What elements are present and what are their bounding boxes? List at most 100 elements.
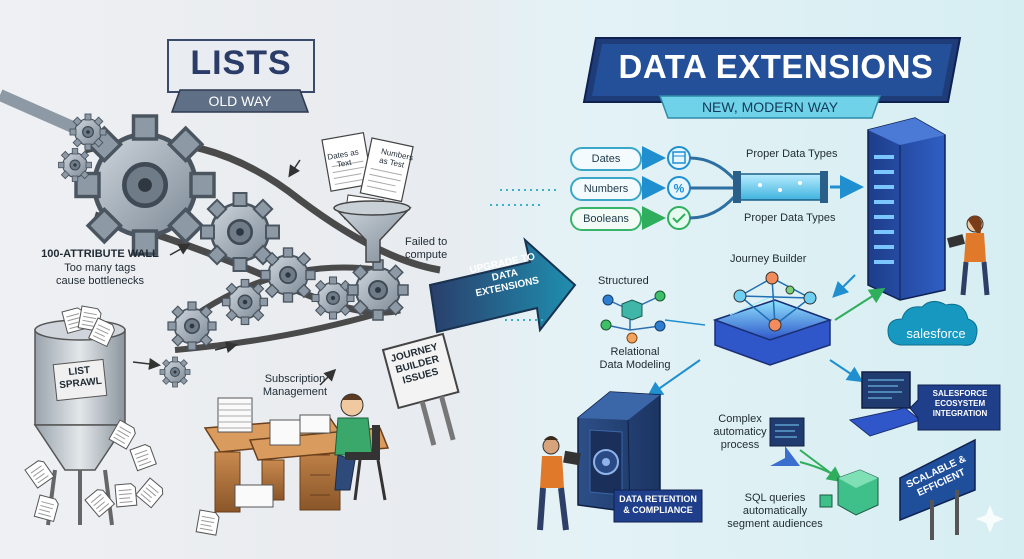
data-vault-safe bbox=[577, 391, 661, 513]
attribute-wall-desc-1: Too many tags bbox=[64, 262, 136, 274]
analyst-with-laptop bbox=[946, 215, 990, 296]
gear-icon bbox=[347, 259, 409, 321]
subscription-management-label: Subscription Management bbox=[250, 373, 340, 399]
retention-line-2: & COMPLIANCE bbox=[623, 505, 693, 515]
complex-process-label: Complex automaticy process bbox=[700, 413, 780, 452]
attribute-wall-desc-2: cause bottlenecks bbox=[55, 275, 145, 287]
sql-automation-machine bbox=[769, 417, 879, 516]
relational-model-icon bbox=[600, 290, 666, 344]
svg-text:%: % bbox=[674, 182, 685, 196]
complex-line-3: process bbox=[720, 439, 760, 451]
data-extensions-title: DATA EXTENSIONS bbox=[618, 48, 934, 85]
proper-data-types-bottom: Proper Data Types bbox=[744, 212, 836, 224]
paper-icon bbox=[33, 494, 60, 522]
journey-builder-label: Journey Builder bbox=[730, 253, 807, 265]
paper-icon bbox=[195, 509, 221, 536]
salesforce-cloud-logo bbox=[887, 301, 978, 346]
checkmark-icon bbox=[667, 206, 691, 230]
journey-node-network bbox=[733, 271, 817, 332]
retention-badge bbox=[613, 489, 703, 523]
connector-arrow bbox=[646, 359, 701, 398]
complex-line-1: Complex bbox=[718, 413, 762, 425]
connector-arrow bbox=[834, 287, 886, 321]
retention-label: DATA RETENTION & COMPLIANCE bbox=[614, 494, 702, 516]
ecosystem-line-3: INTEGRATION bbox=[932, 409, 988, 418]
pipe bbox=[0, 89, 78, 134]
paper-icon bbox=[135, 477, 166, 509]
paper-stack bbox=[234, 484, 274, 508]
new-modern-way-subtitle: NEW, MODERN WAY bbox=[701, 99, 839, 115]
sql-line-1: SQL queries bbox=[744, 492, 806, 504]
journey-builder-issues-sign bbox=[381, 332, 460, 446]
paper-dates-as-text bbox=[321, 132, 374, 192]
flow-arrow bbox=[132, 357, 161, 370]
paper-icon bbox=[24, 458, 55, 489]
paper-numbers-as-test bbox=[359, 137, 414, 203]
structured-label: Structured bbox=[598, 275, 649, 287]
connector-arrow bbox=[832, 274, 856, 298]
pill-booleans: Booleans bbox=[570, 207, 642, 231]
sql-line-3: segment audiences bbox=[727, 518, 823, 530]
lists-title: LISTS bbox=[190, 44, 292, 82]
ecosystem-line-1: SALESFORCE bbox=[932, 389, 988, 398]
complex-line-2: automaticy bbox=[713, 426, 767, 438]
attribute-wall-title: 100-ATTRIBUTE WALL bbox=[41, 248, 159, 260]
proper-data-types-top: Proper Data Types bbox=[746, 148, 838, 160]
subscription-line-2: Management bbox=[262, 386, 328, 398]
list-sprawl-silo bbox=[33, 319, 127, 526]
upgrade-arrow bbox=[428, 237, 577, 334]
gear-icon bbox=[221, 278, 269, 326]
connector-arrow bbox=[829, 359, 864, 383]
computer-monitor bbox=[848, 371, 922, 437]
gear-icon bbox=[167, 301, 217, 351]
percent-icon: % bbox=[667, 176, 691, 200]
office-worker bbox=[334, 393, 387, 501]
sql-queries-label: SQL queries automatically segment audien… bbox=[720, 492, 830, 531]
data-dots bbox=[490, 189, 940, 321]
flow-arrow bbox=[169, 243, 191, 256]
gear-icon bbox=[260, 247, 316, 303]
data-type-tube bbox=[733, 171, 828, 203]
flow-arrow bbox=[214, 341, 238, 354]
flow-arrow bbox=[319, 368, 337, 386]
lists-banner bbox=[167, 39, 315, 113]
paper-stack bbox=[269, 419, 301, 446]
ecosystem-line-2: ECOSYSTEM bbox=[934, 399, 986, 408]
relational-label: Relational Data Modeling bbox=[590, 346, 680, 372]
ecosystem-badge bbox=[909, 384, 1001, 431]
gear-icon bbox=[57, 147, 93, 183]
gear-icon bbox=[69, 113, 107, 151]
subscription-line-1: Subscription bbox=[264, 373, 326, 385]
sparkle-icon bbox=[976, 505, 1004, 533]
failed-compute-label: Failed to compute bbox=[405, 236, 447, 262]
retention-line-1: DATA RETENTION bbox=[619, 494, 697, 504]
flow-arrow bbox=[288, 159, 301, 178]
paper-stack bbox=[299, 414, 331, 434]
old-way-subtitle: OLD WAY bbox=[208, 93, 272, 109]
paper-stack-lines bbox=[218, 403, 252, 429]
pill-dates: Dates bbox=[570, 147, 642, 171]
data-extensions-banner bbox=[582, 37, 962, 119]
funnel-rim bbox=[333, 200, 411, 216]
gear-icon bbox=[159, 356, 191, 388]
paper-icon bbox=[129, 442, 157, 472]
paper-icon bbox=[114, 482, 138, 508]
pill-numbers: Numbers bbox=[570, 177, 642, 201]
relational-line-2: Data Modeling bbox=[599, 359, 671, 371]
connector-line bbox=[664, 319, 706, 326]
gear-icon bbox=[311, 276, 355, 320]
scalable-efficient-sign bbox=[899, 438, 976, 540]
calendar-icon bbox=[667, 146, 691, 170]
sql-line-2: automatically bbox=[742, 505, 808, 517]
paper-stack bbox=[217, 397, 253, 433]
server-rack bbox=[867, 117, 946, 301]
type-wires bbox=[689, 156, 737, 220]
salesforce-logo-text: salesforce bbox=[906, 326, 966, 341]
engineer-with-laptop bbox=[537, 436, 581, 531]
relational-line-1: Relational bbox=[610, 346, 660, 358]
ecosystem-label: SALESFORCE ECOSYSTEM INTEGRATION bbox=[920, 389, 1000, 419]
failed-line-1: Failed to bbox=[405, 236, 448, 248]
failed-line-2: compute bbox=[405, 249, 448, 261]
